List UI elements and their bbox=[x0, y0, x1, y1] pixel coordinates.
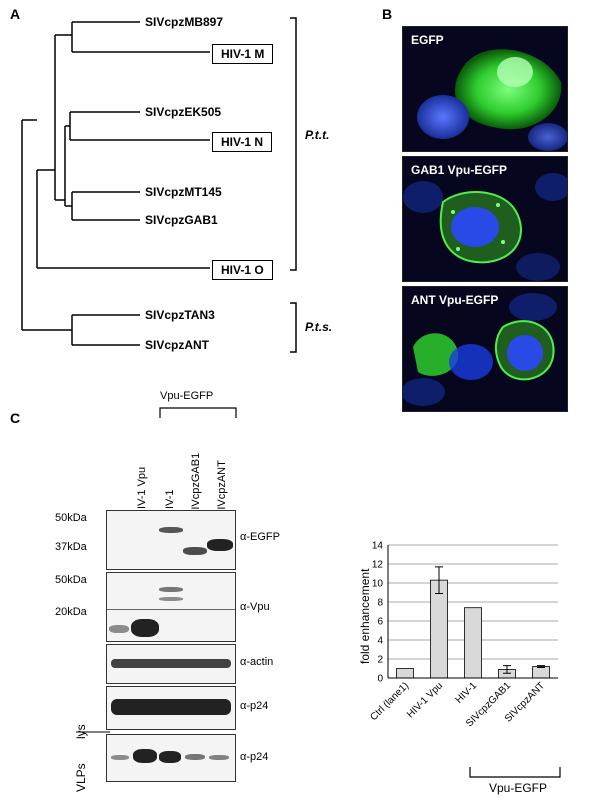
micrograph-egfp: EGFP bbox=[402, 26, 568, 152]
bar bbox=[464, 607, 482, 679]
phylogenetic-tree bbox=[21, 17, 297, 353]
tree-leaf-sivcpzgab1: SIVcpzGAB1 bbox=[145, 213, 218, 227]
tree-leaf-sivcpztan3: SIVcpzTAN3 bbox=[145, 308, 215, 322]
chart-y-ticks: 0 2 4 6 8 10 12 14 bbox=[372, 541, 384, 685]
micrograph-egfp-image bbox=[417, 49, 567, 151]
blot-label-egfp: α-EGFP bbox=[240, 531, 280, 543]
micrograph-label-ant: ANT Vpu-EGFP bbox=[411, 293, 499, 307]
error-bar bbox=[435, 566, 443, 594]
y-tick-label: 10 bbox=[372, 579, 384, 590]
tree-leaf-hiv1-o: HIV-1 O bbox=[212, 260, 273, 280]
tree-leaf-sivcpzant: SIVcpzANT bbox=[145, 338, 210, 352]
chart-y-label: fold enhancement bbox=[358, 568, 372, 664]
blot-label-actin: α-actin bbox=[240, 656, 274, 668]
clade-label-ptt: P.t.t. bbox=[305, 128, 330, 142]
tree-leaf-sivcpzmt145: SIVcpzMT145 bbox=[145, 185, 222, 199]
chart-bars bbox=[396, 579, 550, 679]
panel-b-letter: B bbox=[382, 6, 393, 22]
blot-vpu bbox=[106, 572, 236, 642]
marker-20kda: 20kDa bbox=[55, 606, 87, 618]
y-tick-label: 4 bbox=[377, 636, 383, 647]
marker-50kda-egfp: 50kDa bbox=[55, 512, 87, 524]
blot-egfp bbox=[106, 510, 236, 570]
marker-37kda: 37kDa bbox=[55, 541, 87, 553]
y-tick-label: 6 bbox=[377, 617, 383, 628]
bar bbox=[532, 666, 550, 679]
blot-label-p24-lys: α-p24 bbox=[240, 700, 269, 712]
micrograph-ant: ANT Vpu-EGFP bbox=[402, 286, 568, 412]
chart-error-bars bbox=[435, 566, 545, 674]
micrograph-label-gab1: GAB1 Vpu-EGFP bbox=[411, 163, 508, 177]
blot-actin bbox=[106, 644, 236, 684]
micrograph-ant-image bbox=[403, 293, 557, 406]
marker-50kda-vpu: 50kDa bbox=[55, 574, 87, 586]
y-tick-label: 12 bbox=[372, 560, 384, 571]
tree-leaf-sivcpzek505: SIVcpzEK505 bbox=[145, 105, 222, 119]
chart-vpu-egfp-bracket bbox=[469, 767, 561, 778]
panel-c-letter: C bbox=[10, 410, 21, 426]
blot-label-p24-vlps: α-p24 bbox=[240, 751, 269, 763]
blot-label-vpu: α-Vpu bbox=[240, 601, 270, 613]
micrograph-gab1-image bbox=[403, 173, 567, 281]
clade-label-pts: P.t.s. bbox=[305, 320, 333, 334]
panel-a-letter: A bbox=[10, 6, 21, 22]
y-tick-label: 0 bbox=[377, 674, 383, 685]
blot-p24-lys bbox=[106, 686, 236, 730]
error-bar bbox=[503, 665, 511, 674]
x-tick-label: HIV-1 bbox=[454, 680, 480, 706]
blot-p24-vlps bbox=[106, 734, 236, 782]
error-bar bbox=[537, 665, 545, 669]
chart-bracket-label: Vpu-EGFP bbox=[489, 781, 548, 795]
vpu-egfp-group-label: Vpu-EGFP bbox=[160, 390, 214, 402]
y-tick-label: 2 bbox=[377, 655, 383, 666]
y-tick-label: 8 bbox=[377, 598, 383, 609]
micrograph-gab1: GAB1 Vpu-EGFP bbox=[402, 156, 568, 282]
tree-leaf-hiv1-n: HIV-1 N bbox=[212, 132, 273, 152]
bar bbox=[430, 579, 448, 679]
x-tick-label: Ctrl (lane1) bbox=[368, 680, 411, 723]
tree-leaf-hiv1-m: HIV-1 M bbox=[212, 44, 274, 64]
y-tick-label: 14 bbox=[372, 541, 384, 552]
tree-leaf-sivcpzmb897: SIVcpzMB897 bbox=[145, 15, 224, 29]
bar bbox=[396, 668, 414, 679]
micrograph-label-egfp: EGFP bbox=[411, 33, 444, 47]
x-tick-label: HIV-1 Vpu bbox=[405, 680, 445, 720]
